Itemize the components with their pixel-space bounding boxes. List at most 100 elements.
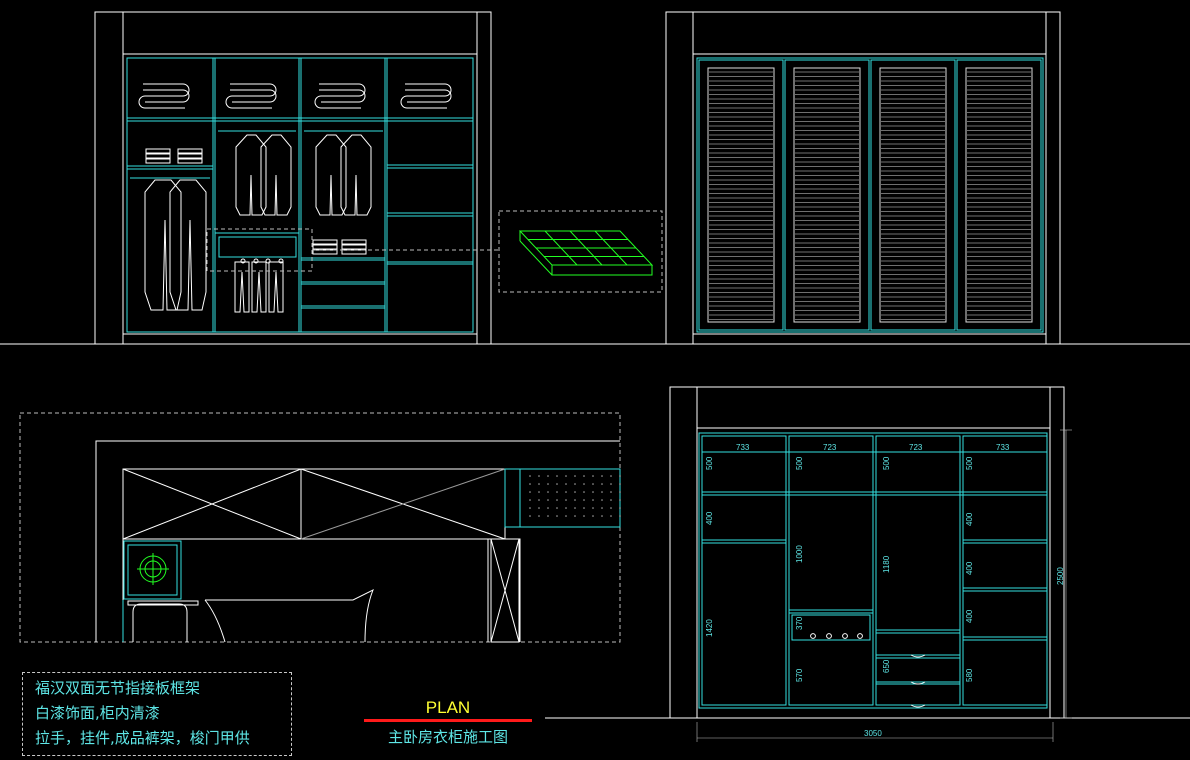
carpet-dot (574, 515, 576, 517)
dim-height-col4-5: 580 (965, 668, 974, 682)
carpet-dot (574, 499, 576, 501)
plan-label: PLAN (425, 698, 471, 717)
carpet-dot (610, 499, 612, 501)
dim-height-col4-1: 500 (965, 456, 974, 470)
carpet-dot (601, 491, 603, 493)
carpet-dot (610, 515, 612, 517)
carpet-dot (556, 475, 558, 477)
dim-height-col2-mid: 1000 (795, 545, 804, 563)
carpet-dot (592, 475, 594, 477)
plan-underline (364, 719, 532, 722)
carpet-dot (601, 483, 603, 485)
dim-total-height: 2500 (1056, 567, 1065, 585)
dim-width-col4: 733 (996, 443, 1010, 452)
carpet-dot (529, 499, 531, 501)
dim-width-col2: 723 (823, 443, 837, 452)
dim-height-col1-mid: 400 (705, 511, 714, 525)
dim-height-col1-top: 500 (705, 456, 714, 470)
dim-height-col3-mid: 1180 (882, 555, 891, 573)
carpet-dot (538, 507, 540, 509)
dimensioned-elevation: 733 723 723 733 500 400 1420 500 1000 37… (669, 386, 1072, 742)
carpet-dot (547, 507, 549, 509)
carpet-dot (574, 507, 576, 509)
carpet-dot (565, 491, 567, 493)
carpet-dot (556, 515, 558, 517)
carpet-dot (556, 507, 558, 509)
carpet-dot (547, 483, 549, 485)
carpet-dot (529, 475, 531, 477)
trouser-rack-detail (498, 210, 663, 293)
carpet-dot (556, 491, 558, 493)
dim-height-col3-top: 500 (882, 456, 891, 470)
carpet-dot (592, 507, 594, 509)
carpet-dot (619, 483, 621, 485)
carpet-dot (529, 507, 531, 509)
dim-height-col3-bottom: 650 (882, 659, 891, 673)
dim-height-col1-bottom: 1420 (705, 619, 714, 637)
carpet-dot (583, 499, 585, 501)
carpet-dot (538, 499, 540, 501)
carpet-dot (610, 507, 612, 509)
carpet-dot (565, 483, 567, 485)
note-line-3: 拉手，挂件,成品裤架，梭门甲供 (35, 729, 250, 747)
carpet-dot (592, 515, 594, 517)
carpet-dot (592, 491, 594, 493)
dim-height-col2-rack: 370 (795, 616, 804, 630)
drawing-title: 主卧房衣柜施工图 (387, 728, 508, 746)
carpet-dot (601, 499, 603, 501)
note-line-2: 白漆饰面,柜内清漆 (35, 704, 160, 722)
carpet-dot (583, 483, 585, 485)
carpet-dot (619, 491, 621, 493)
carpet-dot (574, 483, 576, 485)
carpet-dot (547, 515, 549, 517)
carpet-dot (610, 491, 612, 493)
carpet-dot (574, 491, 576, 493)
carpet-dot (619, 507, 621, 509)
dim-width-col3: 723 (909, 443, 923, 452)
dim-height-col4-3: 400 (965, 561, 974, 575)
dim-total-width: 3050 (864, 729, 882, 738)
carpet-dot (565, 475, 567, 477)
plan-view (19, 412, 621, 643)
dim-height-col4-2: 400 (965, 512, 974, 526)
carpet-dot (538, 475, 540, 477)
carpet-dot (583, 491, 585, 493)
carpet-dot (592, 483, 594, 485)
carpet-dot (601, 515, 603, 517)
carpet-dot (556, 499, 558, 501)
carpet-dot (583, 475, 585, 477)
carpet-dot (592, 499, 594, 501)
carpet-dot (529, 515, 531, 517)
carpet-dot (610, 483, 612, 485)
door-elevation (665, 11, 1061, 344)
carpet-dot (619, 499, 621, 501)
note-line-1: 福汉双面无节指接板框架 (35, 679, 201, 697)
carpet-dot (529, 483, 531, 485)
carpet-dot (565, 499, 567, 501)
carpet-dot (574, 475, 576, 477)
carpet-dot (601, 507, 603, 509)
dim-width-col1: 733 (736, 443, 750, 452)
carpet-dot (538, 491, 540, 493)
carpet-dot (547, 499, 549, 501)
carpet-dot (583, 507, 585, 509)
carpet-dot (538, 483, 540, 485)
carpet-dot (529, 491, 531, 493)
carpet-dot (619, 475, 621, 477)
carpet-dot (610, 475, 612, 477)
interior-elevation (94, 11, 499, 344)
carpet-dot (565, 507, 567, 509)
dim-height-col2-bottom: 570 (795, 668, 804, 682)
carpet-dot (556, 483, 558, 485)
carpet-dot (538, 515, 540, 517)
carpet-dot (547, 491, 549, 493)
carpet-dot (583, 515, 585, 517)
carpet-dot (547, 475, 549, 477)
carpet-dot (601, 475, 603, 477)
dim-height-col2-top: 500 (795, 456, 804, 470)
carpet-dot (565, 515, 567, 517)
carpet-dot (619, 515, 621, 517)
dim-height-col4-4: 400 (965, 609, 974, 623)
notes-box: 福汉双面无节指接板框架 白漆饰面,柜内清漆 拉手，挂件,成品裤架，梭门甲供 (22, 672, 292, 756)
